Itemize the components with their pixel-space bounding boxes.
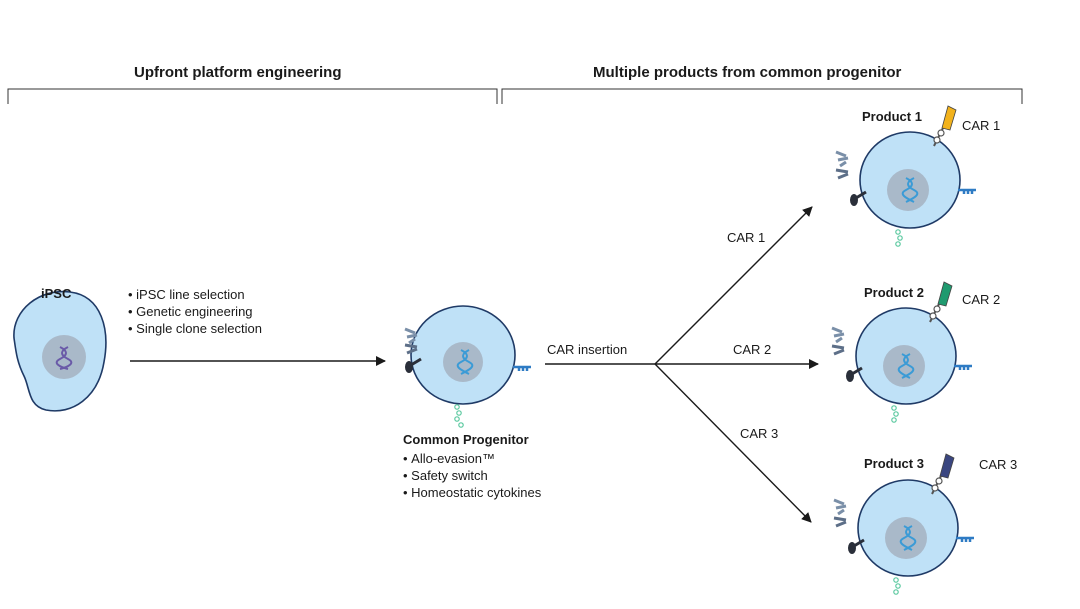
receptor-icon [513,365,531,371]
cytokine-icon [454,404,464,428]
safety-switch-icon [405,357,422,373]
car-receptor-icon [933,105,957,147]
branch-label-1: CAR 1 [727,230,766,245]
safety-switch-icon [850,190,867,206]
progenitor-features-list: Allo-evasion™ Safety switch Homeostatic … [403,450,541,501]
progenitor-feature: Homeostatic cytokines [403,484,541,501]
ipsc-steps-list: iPSC line selection Genetic engineering … [128,286,262,337]
hla-molecule-icon [831,326,845,356]
branch-arrow-1 [654,206,813,365]
product-cell-3 [833,453,974,595]
progenitor-feature: Allo-evasion™ [403,450,541,467]
ipsc-step: Genetic engineering [128,303,262,320]
car-receptor-icon [929,281,953,323]
left-section-title: Upfront platform engineering [134,64,342,81]
progenitor-cell [404,305,531,428]
car-label-1: CAR 1 [962,118,1001,133]
left-section-bracket [7,88,498,104]
receptor-icon [954,364,972,370]
branch-label-3: CAR 3 [740,426,779,441]
product-label-2: Product 2 [864,285,924,300]
right-section-bracket [501,88,1023,104]
dna-icon [55,346,73,370]
ipsc-label: iPSC [41,286,72,301]
progenitor-feature: Safety switch [403,467,541,484]
dna-icon [897,353,915,379]
cytokine-icon [893,577,901,595]
car-receptor-icon [931,453,955,495]
dna-icon [901,177,919,203]
product-cell-1 [835,105,976,247]
safety-switch-icon [846,366,863,382]
progenitor-title: Common Progenitor [403,432,529,447]
right-section-title: Multiple products from common progenitor [593,64,902,81]
receptor-icon [956,536,974,542]
safety-switch-icon [848,538,865,554]
branch-label-2: CAR 2 [733,342,772,357]
hla-molecule-icon [833,498,847,528]
cytokine-icon [895,229,903,247]
hla-molecule-icon [404,327,418,355]
product-label-1: Product 1 [862,109,922,124]
ipsc-step: Single clone selection [128,320,262,337]
car-label-2: CAR 2 [962,292,1001,307]
cytokine-icon [891,405,899,423]
branch-arrow-3 [654,363,812,523]
dna-icon [456,349,474,375]
product-cell-2 [831,281,972,423]
car-insertion-label: CAR insertion [547,342,628,357]
product-label-3: Product 3 [864,456,924,471]
hla-molecule-icon [835,150,849,180]
car-label-3: CAR 3 [979,457,1018,472]
receptor-icon [958,188,976,194]
ipsc-step: iPSC line selection [128,286,262,303]
dna-icon [899,525,917,551]
ipsc-cell [13,290,107,412]
